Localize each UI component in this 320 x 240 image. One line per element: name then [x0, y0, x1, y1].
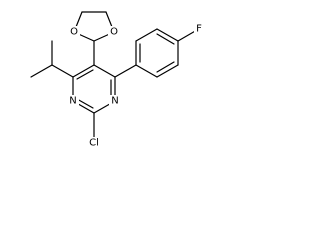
fluorine-background	[194, 24, 205, 36]
isopropyl-group	[30, 40, 74, 78]
bond-ar2-ar3	[135, 28, 158, 42]
bond-ch-ch3-left	[30, 64, 53, 78]
oxygen-left-atom: O	[68, 26, 80, 38]
nitrogen-left-background	[67, 95, 79, 107]
chlorine-background	[86, 137, 103, 150]
bond-c2-n3-double	[76, 98, 94, 109]
bond-ar5-ar6-double	[156, 61, 175, 73]
dioxolane-ring	[73, 11, 115, 66]
chlorine-label: Cl	[89, 138, 99, 149]
bond-ar5-ar6	[156, 64, 179, 78]
oxygen-left-background	[68, 26, 80, 38]
fluorine-atom: F	[194, 24, 205, 36]
nitrogen-right-background	[109, 95, 121, 107]
bond-ar6-ar1	[135, 64, 158, 78]
oxygen-right-atom: O	[108, 26, 120, 38]
nitrogen-left-label: N	[69, 96, 76, 107]
molecule-structure-diagram: O O F N N Cl	[30, 11, 205, 150]
fluorine-label: F	[196, 24, 202, 35]
bond-c5-c6	[93, 64, 116, 78]
atom-labels: O O F N N Cl	[67, 24, 205, 150]
bond-c4-ch	[51, 64, 74, 78]
bond-c6-aryl	[114, 64, 137, 78]
nitrogen-right-atom: N	[109, 95, 121, 107]
nitrogen-left-atom: N	[67, 95, 79, 107]
bond-ar3-ar4	[156, 28, 179, 42]
oxygen-right-label: O	[110, 27, 118, 38]
pyrimidine-ring	[72, 64, 116, 114]
fluorophenyl-group	[114, 28, 198, 78]
oxygen-right-background	[108, 26, 120, 38]
nitrogen-right-label: N	[111, 96, 118, 107]
bond-c4-c5-double	[76, 69, 94, 80]
bond-ar3-ar4-double	[156, 33, 175, 45]
bond-ar-f	[177, 29, 198, 42]
bond-c4-c5	[72, 64, 95, 78]
chlorine-atom: Cl	[86, 137, 103, 150]
oxygen-left-label: O	[70, 27, 78, 38]
